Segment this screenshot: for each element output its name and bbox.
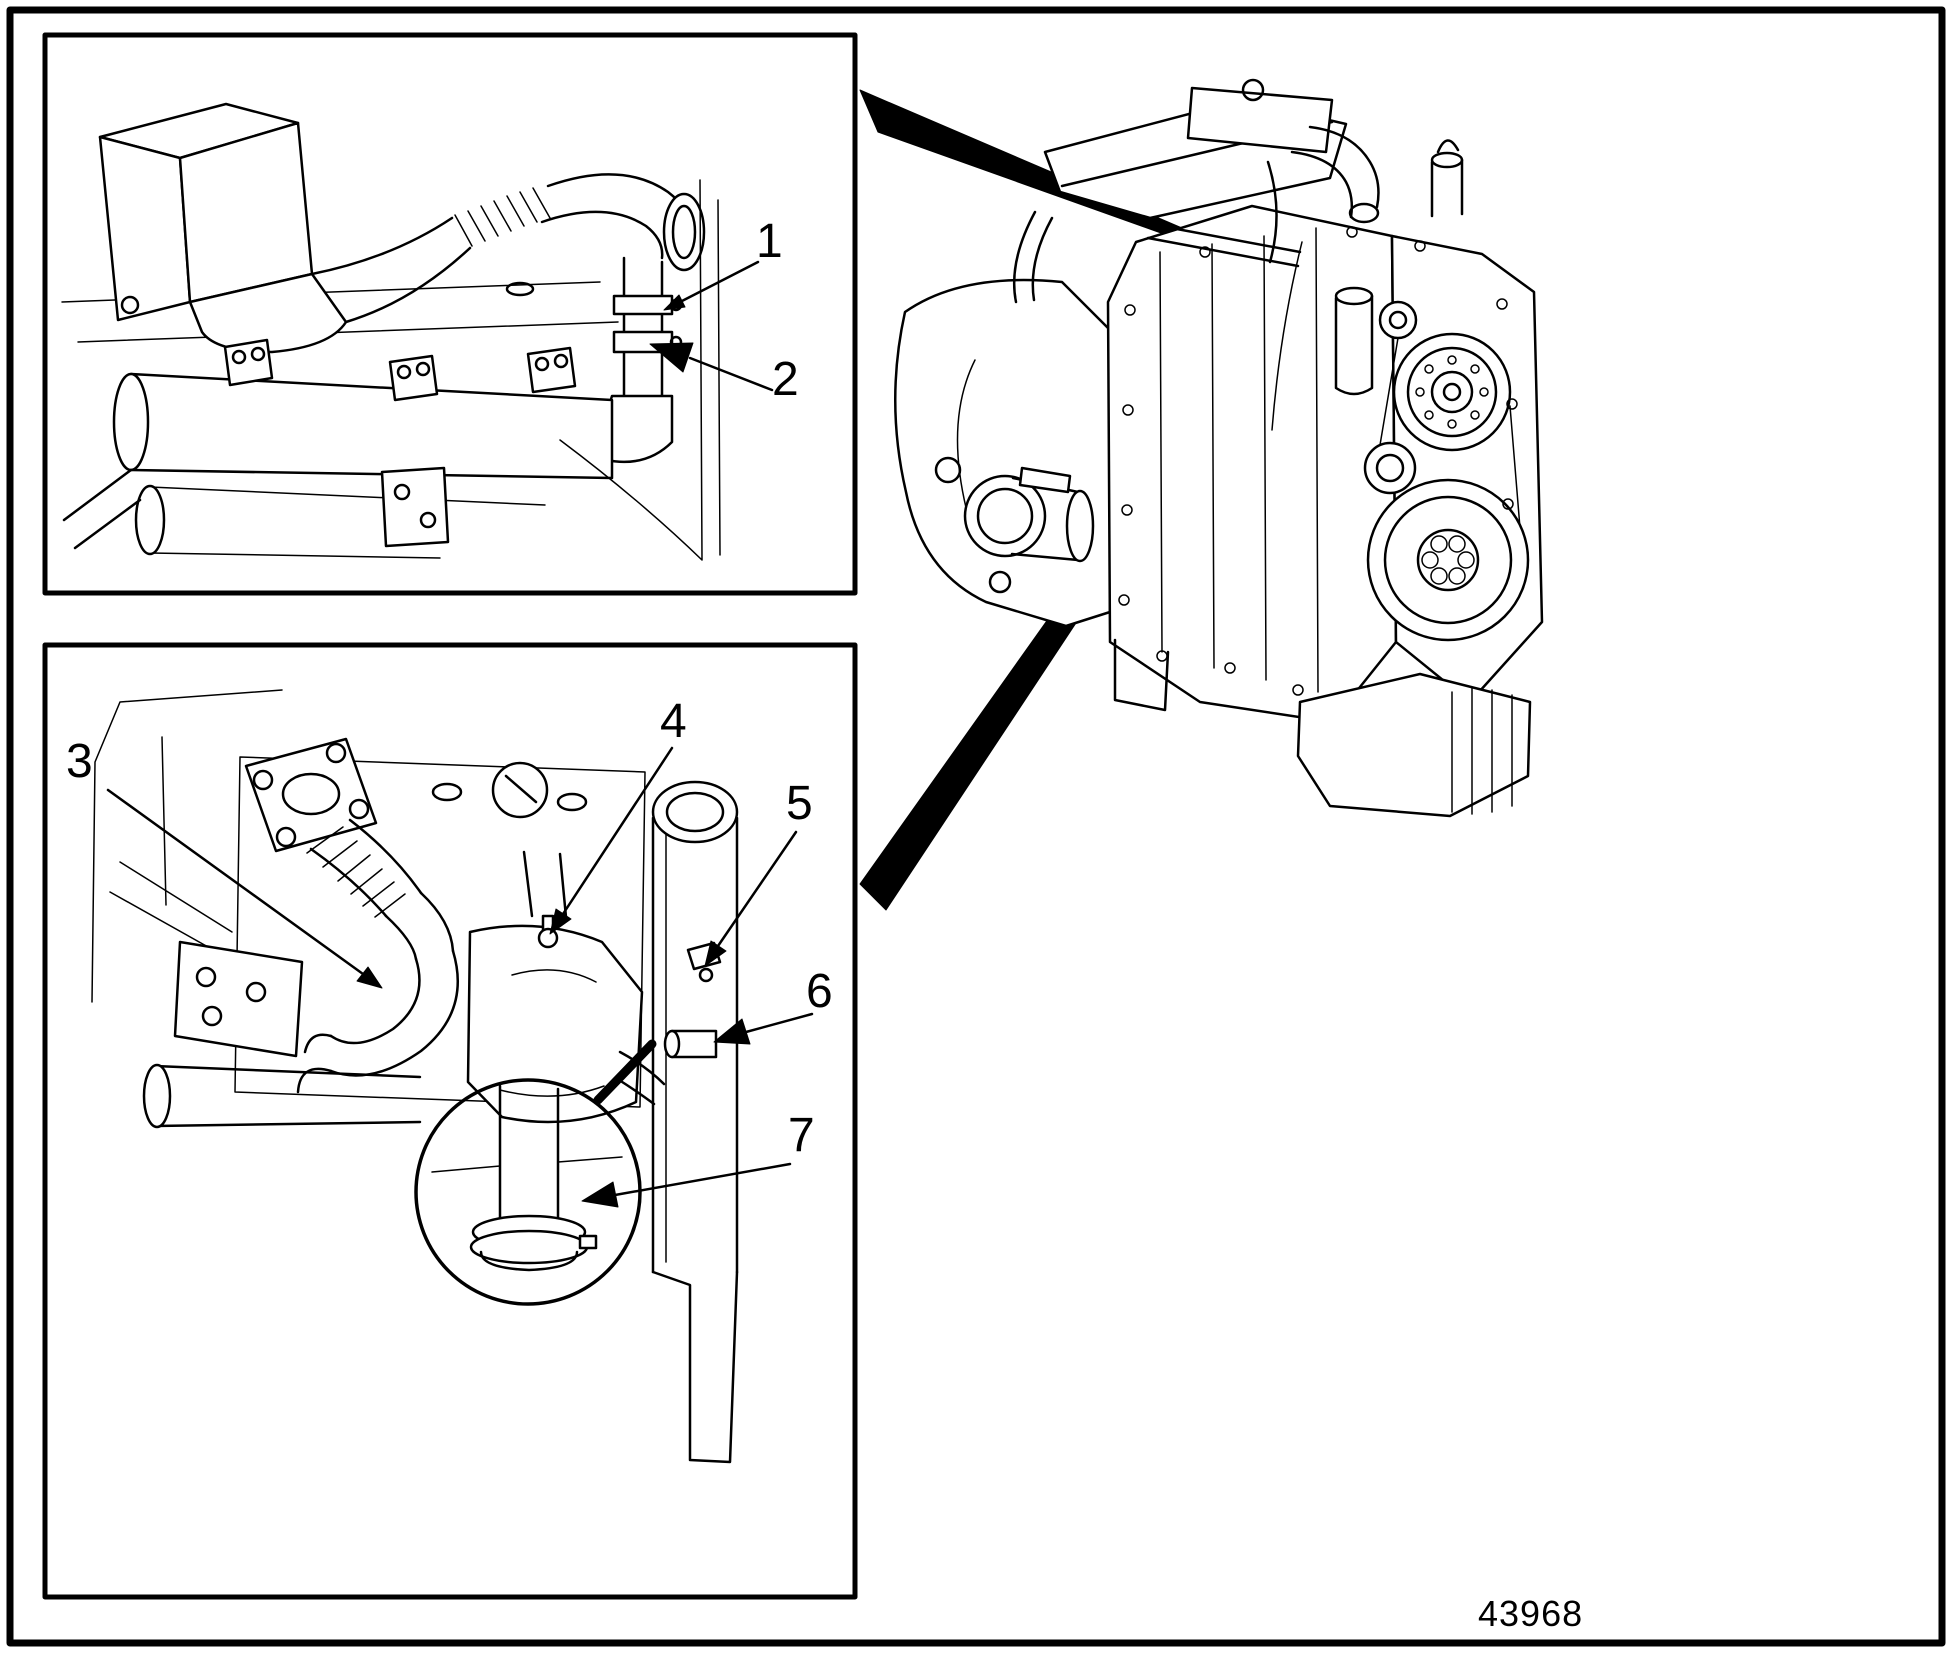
detail-inset-top	[42, 32, 858, 596]
callout-6: 6	[806, 965, 833, 1018]
fan-pulley	[1392, 332, 1512, 452]
hose-clamp-upper	[612, 294, 674, 316]
magnifier-circle	[414, 1078, 642, 1306]
callout-7-leader	[613, 1162, 792, 1197]
vent-plug	[537, 927, 559, 949]
callout-2: 2	[772, 353, 799, 406]
callout-7: 7	[788, 1109, 815, 1162]
callout-2-arrowhead	[649, 342, 694, 373]
top-inset-border	[42, 32, 858, 596]
callout-3: 3	[66, 735, 93, 788]
callout-1-arrowhead	[663, 294, 686, 311]
callout-3-arrowhead	[356, 966, 383, 989]
callout-4: 4	[660, 695, 687, 748]
callout-1: 1	[756, 215, 783, 268]
outer-frame	[6, 6, 1946, 1647]
water-hose	[329, 949, 460, 1077]
callout-2-leader	[688, 356, 774, 392]
callout-4-arrowhead	[549, 908, 572, 935]
callout-5-leader	[716, 830, 798, 948]
starter-motor	[963, 474, 1047, 558]
figure-number: 43968	[1478, 1593, 1584, 1634]
callout-6-leader	[744, 1012, 814, 1034]
lifting-eye	[1241, 78, 1265, 102]
crankshaft-damper	[1366, 478, 1530, 642]
callout-4-leader	[561, 746, 674, 916]
callout-7-arrowhead	[581, 1181, 619, 1208]
engine-overview-illustration	[894, 78, 1544, 818]
magnifier-pointer	[593, 1039, 657, 1105]
detail-inset-bottom	[42, 642, 858, 1600]
oil-pan	[1296, 672, 1532, 818]
callout-5: 5	[786, 777, 813, 830]
bottom-inset-border	[42, 642, 858, 1600]
filler-cap	[491, 761, 549, 819]
callout-1-leader	[680, 260, 760, 303]
callout-5-arrowhead	[704, 940, 727, 967]
callout-3-leader	[106, 788, 365, 976]
callout-6-arrowhead	[713, 1018, 751, 1045]
